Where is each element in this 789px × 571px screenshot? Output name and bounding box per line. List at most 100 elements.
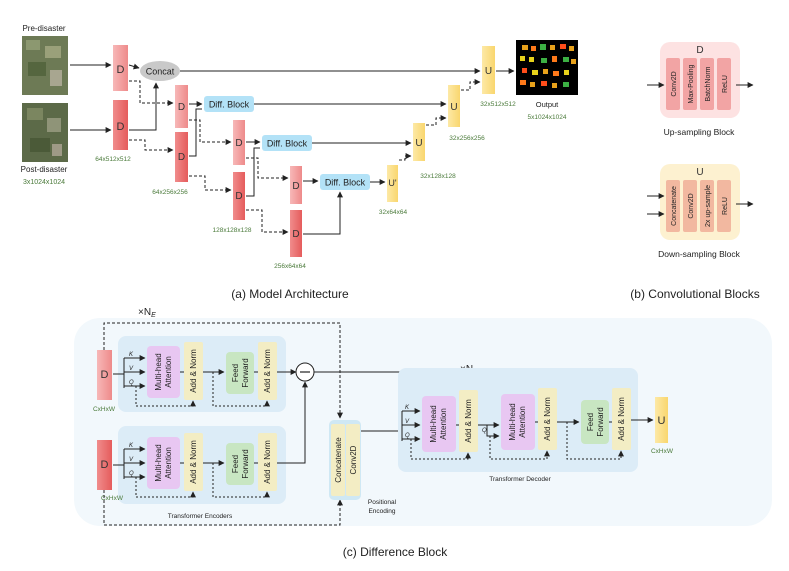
- output-label: Output: [536, 100, 559, 109]
- dec-dim-3: 32x128x128: [420, 173, 456, 180]
- diff-block-label: Diff. Block: [325, 178, 366, 188]
- d-glyph: D: [117, 121, 125, 133]
- up-layer-label: Conv2D: [671, 71, 678, 96]
- output-map-segments: [520, 44, 576, 88]
- add-norm-label: Add & Norm: [543, 397, 552, 441]
- panel-a-caption: (a) Model Architecture: [231, 287, 349, 301]
- input-dim-label: 3x1024x1024: [23, 179, 65, 186]
- mha-label: Attention: [439, 408, 448, 440]
- up-layer-maxpool: [683, 58, 697, 110]
- key-label: K: [405, 405, 410, 411]
- panel-c-caption: (c) Difference Block: [343, 545, 448, 559]
- enc-dim-3: 128x128x128: [212, 227, 251, 234]
- query-label: Q: [405, 433, 410, 439]
- down-layer-concatenate: [666, 180, 680, 232]
- conv2d-layer: [346, 424, 360, 496]
- decoder-label: Transformer Decoder: [489, 476, 551, 483]
- diff-block-3: [320, 174, 370, 190]
- add-norm-label: Add & Norm: [617, 397, 626, 441]
- query-label: Q: [129, 471, 134, 477]
- ff-label: Forward: [596, 407, 605, 436]
- ff-block-enc2: [226, 443, 254, 485]
- ff-label: Forward: [241, 449, 250, 478]
- down-layer-upsample: [700, 180, 714, 232]
- concat-node: [140, 61, 180, 81]
- add-norm-enc1a: [184, 342, 203, 400]
- d-glyph: D: [101, 369, 109, 381]
- down-layer-label: Conv2D: [688, 193, 695, 218]
- value-label: V: [129, 457, 134, 463]
- down-layer-label: ReLU: [722, 197, 729, 215]
- diff-block-label: Diff. Block: [267, 139, 308, 149]
- mha-label: Multi-head: [154, 353, 163, 390]
- dim-label-1: CxHxW: [93, 406, 116, 413]
- mha-label: Attention: [518, 406, 527, 438]
- key-label: K: [129, 352, 134, 358]
- encoder-d-block-4a: [290, 166, 302, 204]
- mha-block-dec1: [422, 396, 456, 452]
- up-layer-label: ReLU: [722, 75, 729, 93]
- add-norm-label: Add & Norm: [263, 440, 272, 484]
- up-block-title: D: [696, 45, 703, 56]
- ff-block-enc1: [226, 352, 254, 394]
- query-label: Q: [129, 380, 134, 386]
- concat-label: Concat: [146, 67, 175, 77]
- enc-dim-2: 64x256x256: [152, 189, 188, 196]
- d-glyph: D: [117, 64, 125, 76]
- mha-label: Multi-head: [154, 444, 163, 481]
- d-glyph: D: [292, 229, 299, 240]
- d-input-2: [97, 440, 112, 490]
- ff-label: Feed: [231, 455, 240, 473]
- add-norm-label: Add & Norm: [263, 349, 272, 393]
- query-label: Q: [482, 428, 487, 434]
- diff-block-label: Diff. Block: [209, 100, 250, 110]
- ff-label: Feed: [586, 413, 595, 431]
- concatenate-label: Concatenate: [334, 437, 343, 483]
- u-output: [655, 397, 668, 443]
- u-glyph: U: [658, 415, 666, 427]
- add-norm-label: Add & Norm: [189, 349, 198, 393]
- add-norm-dec2: [538, 388, 557, 450]
- pos-enc-label-1: Positional: [368, 499, 397, 506]
- output-dim: 5x1024x1024: [527, 114, 566, 121]
- u-glyph: U: [415, 138, 422, 149]
- repeat-enc-label: ×NE: [138, 307, 156, 319]
- encoders-label: Transformer Encoders: [168, 513, 233, 520]
- mha-block-enc2: [147, 437, 180, 489]
- down-block-title: U: [696, 167, 703, 178]
- down-layers: Concatenate Conv2D 2x up-sample ReLU: [666, 180, 731, 232]
- u-glyph: U: [450, 102, 457, 113]
- mha-label: Attention: [164, 356, 173, 388]
- d-glyph: D: [235, 138, 242, 149]
- conv2d-label: Conv2D: [349, 445, 358, 474]
- encoder-d-block-2b: [175, 132, 188, 182]
- dim-label-3: CxHxW: [651, 448, 674, 455]
- add-norm-dec1: [459, 390, 478, 452]
- up-layers: Conv2D Max-Pooling BatchNorm ReLU: [666, 58, 731, 110]
- decoder-u-block-2: [448, 85, 460, 127]
- post-disaster-label: Post-disaster: [21, 165, 68, 174]
- d-glyph: D: [235, 191, 242, 202]
- pre-disaster-label: Pre-disaster: [22, 24, 65, 33]
- concatenate-layer: [331, 424, 345, 496]
- d-glyph: D: [101, 459, 109, 471]
- down-layer-conv2d: [683, 180, 697, 232]
- mha-block-enc1: [147, 346, 180, 398]
- add-norm-label: Add & Norm: [464, 399, 473, 443]
- ff-label: Forward: [241, 358, 250, 387]
- pos-enc-label-2: Encoding: [368, 508, 395, 515]
- decoder-u-prime-block: [387, 165, 398, 202]
- encoder-d-block-1a: [113, 45, 128, 91]
- down-layer-label: 2x up-sample: [705, 185, 712, 227]
- up-layer-batchnorm: [700, 58, 714, 110]
- d-glyph: D: [292, 181, 299, 192]
- up-layer-relu: [717, 58, 731, 110]
- ff-label: Feed: [231, 364, 240, 382]
- up-layer-conv2d: [666, 58, 680, 110]
- d-glyph: D: [178, 152, 185, 163]
- mha-label: Attention: [164, 447, 173, 479]
- decoder-u-block-1: [482, 46, 495, 94]
- d-glyph: D: [178, 102, 185, 113]
